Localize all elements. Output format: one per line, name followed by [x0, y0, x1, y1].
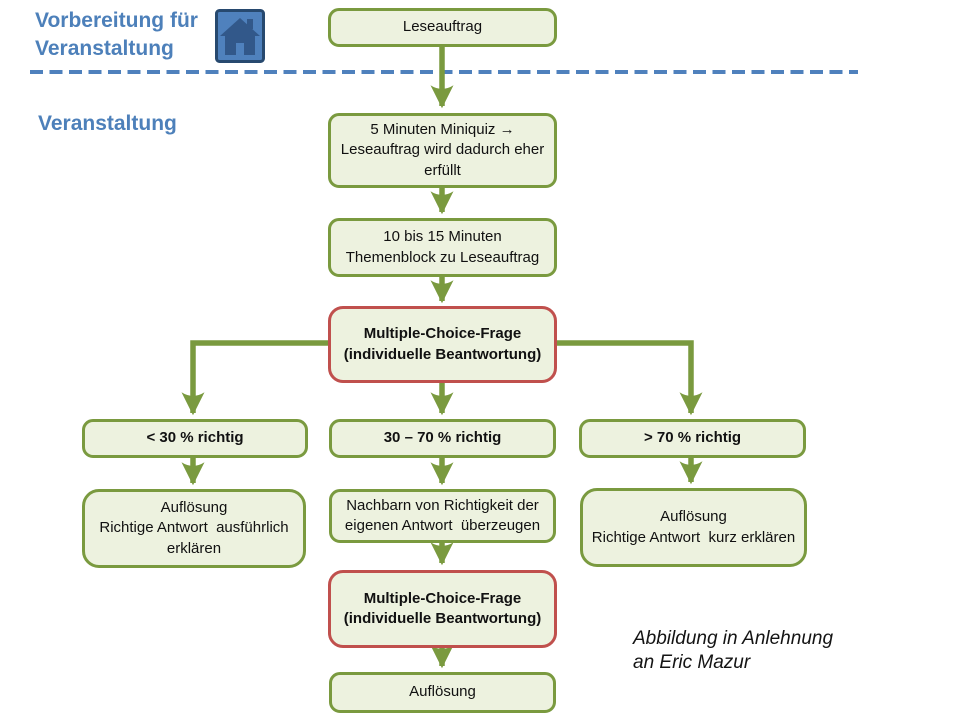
flow-box-lt30-richtig: < 30 % richtig — [82, 419, 308, 458]
preparation-phase-label: Vorbereitung für Veranstaltung — [35, 9, 198, 60]
flow-box-gt70-richtig: > 70 % richtig — [579, 419, 806, 458]
home-icon-graphic — [215, 9, 265, 63]
flow-box-nachbarn-ueberzeugen: Nachbarn von Richtigkeit der eigenen Ant… — [329, 489, 556, 543]
flow-box-leseauftrag: Leseauftrag — [328, 8, 557, 47]
flow-box-aufloesung-ausfuehrlich: Auflösung Richtige Antwort ausführlich e… — [82, 489, 306, 568]
flow-box-aufloesung-kurz: Auflösung Richtige Antwort kurz erklären — [580, 488, 807, 567]
flow-box-multiple-choice-2: Multiple-Choice-Frage (individuelle Bean… — [328, 570, 557, 648]
flow-box-miniquiz: 5 Minuten Miniquiz → Leseauftrag wird da… — [328, 113, 557, 188]
flow-box-themenblock: 10 bis 15 Minuten Themenblock zu Leseauf… — [328, 218, 557, 277]
event-phase-label: Veranstaltung — [38, 112, 177, 135]
arrow-mc1-gt70 — [540, 340, 703, 416]
flow-box-aufloesung-final: Auflösung — [329, 672, 556, 713]
flow-box-multiple-choice-1: Multiple-Choice-Frage (individuelle Bean… — [328, 306, 557, 383]
attribution-caption: Abbildung in Anlehnung an Eric Mazur — [633, 628, 834, 674]
home-icon[interactable] — [215, 9, 265, 63]
arrow-mc1-lt30 — [181, 340, 345, 416]
flow-box-30-70-richtig: 30 – 70 % richtig — [329, 419, 556, 458]
